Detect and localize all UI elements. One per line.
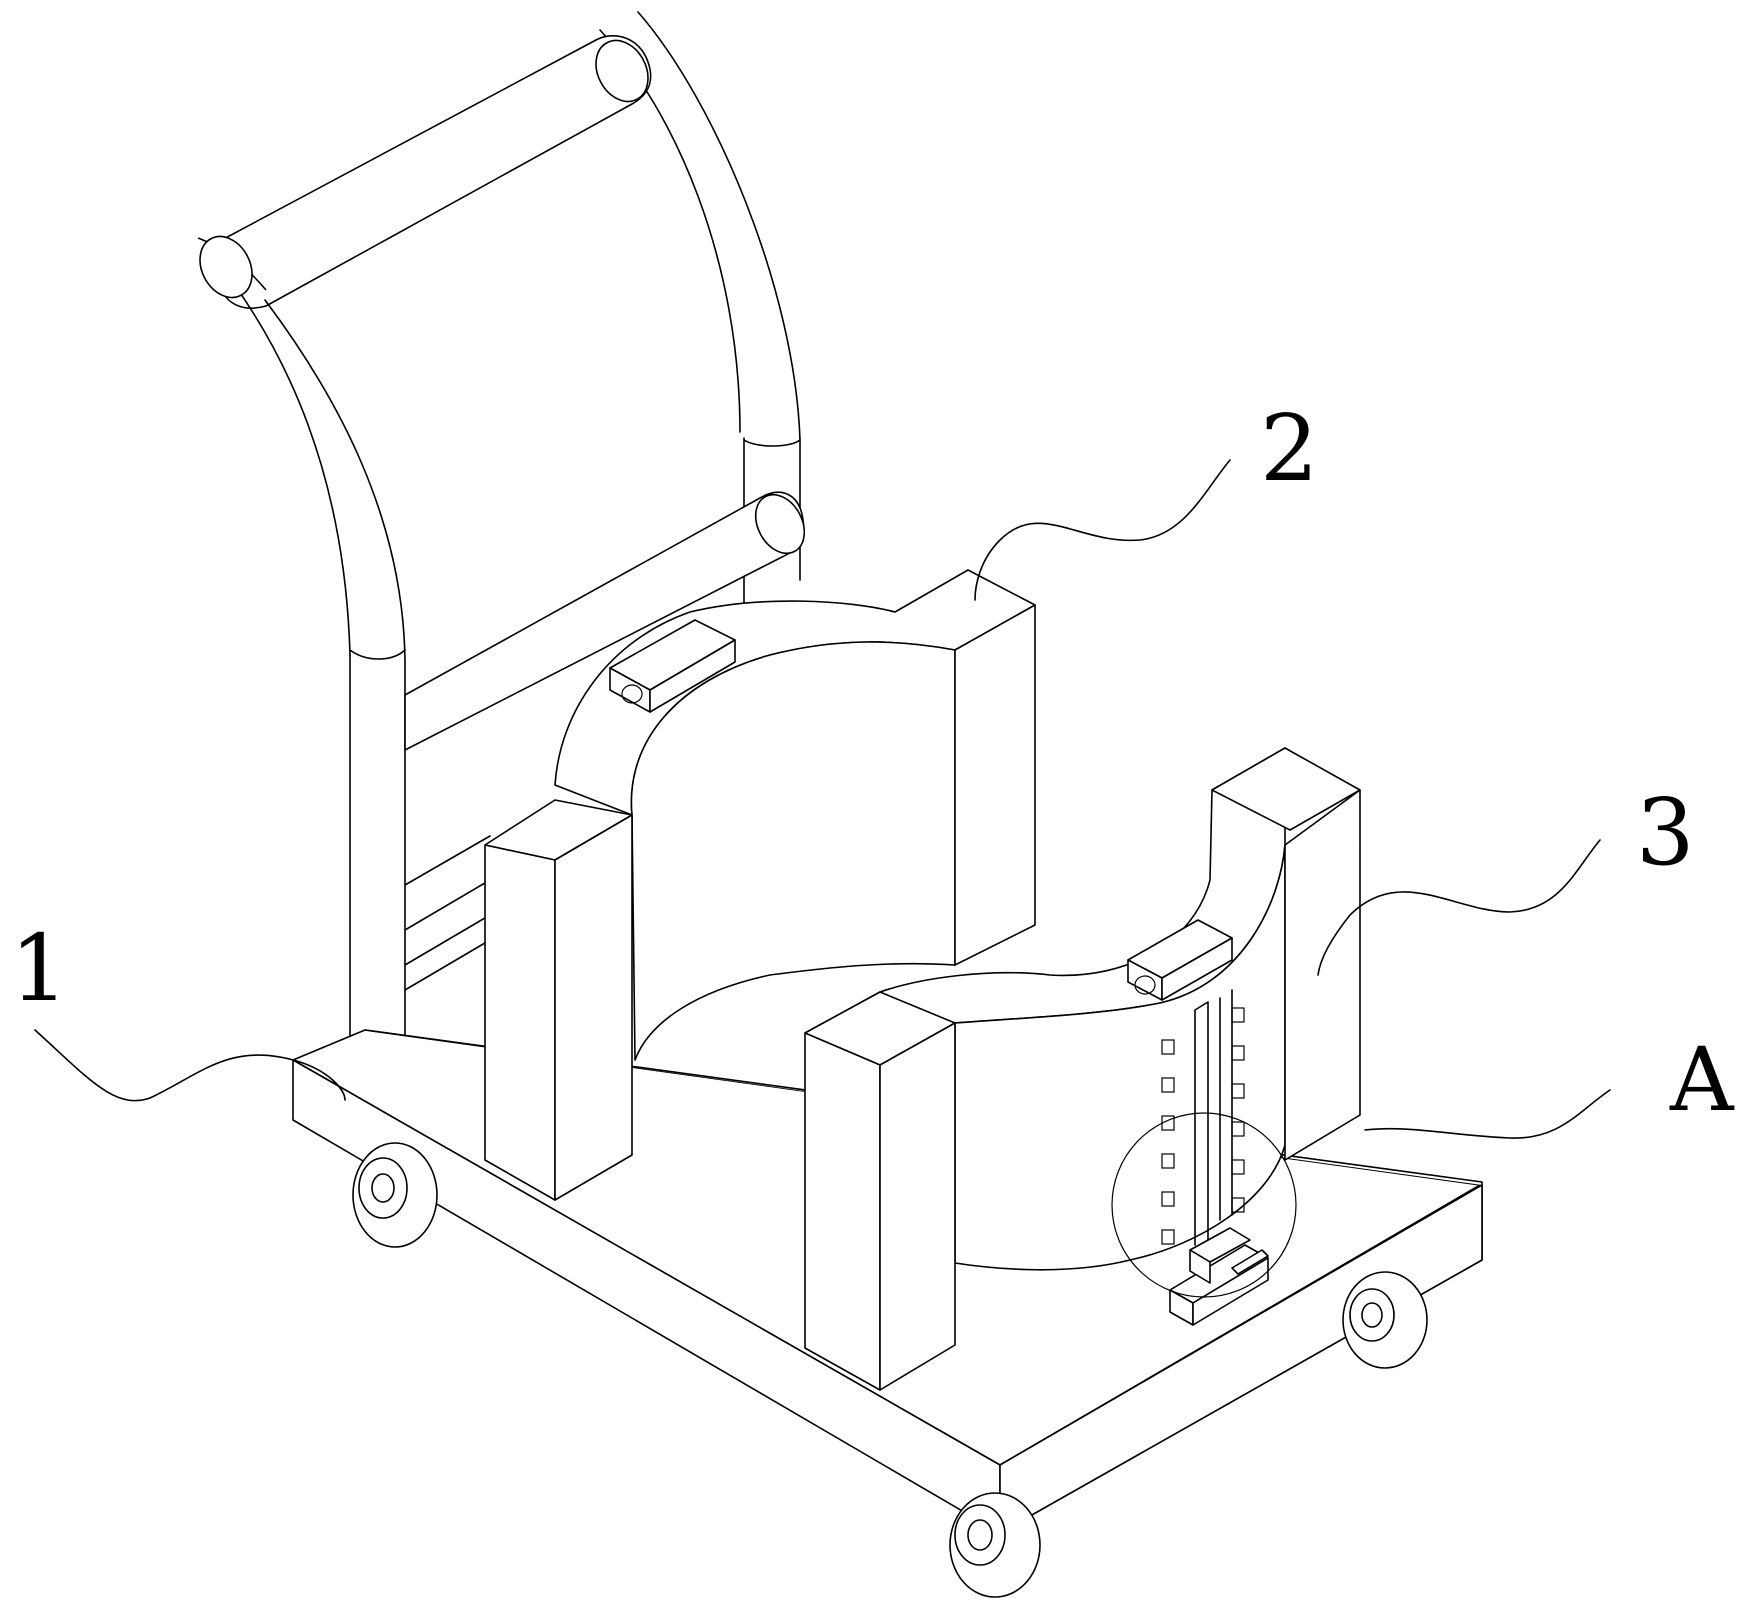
wheel-front-right <box>949 1492 1041 1598</box>
label-2: 2 <box>1260 395 1319 502</box>
leader-lines <box>34 459 1611 1139</box>
holder-3 <box>804 747 1361 1391</box>
label-1: 1 <box>10 915 69 1022</box>
holder-2 <box>484 569 1036 1201</box>
wheel-back-right <box>1342 1271 1428 1369</box>
label-a: A <box>1669 1028 1735 1131</box>
detail-circle-a <box>1111 1112 1297 1298</box>
handle-frame <box>197 11 806 1070</box>
label-3: 3 <box>1636 779 1695 886</box>
wheel-front-left <box>352 1142 438 1248</box>
